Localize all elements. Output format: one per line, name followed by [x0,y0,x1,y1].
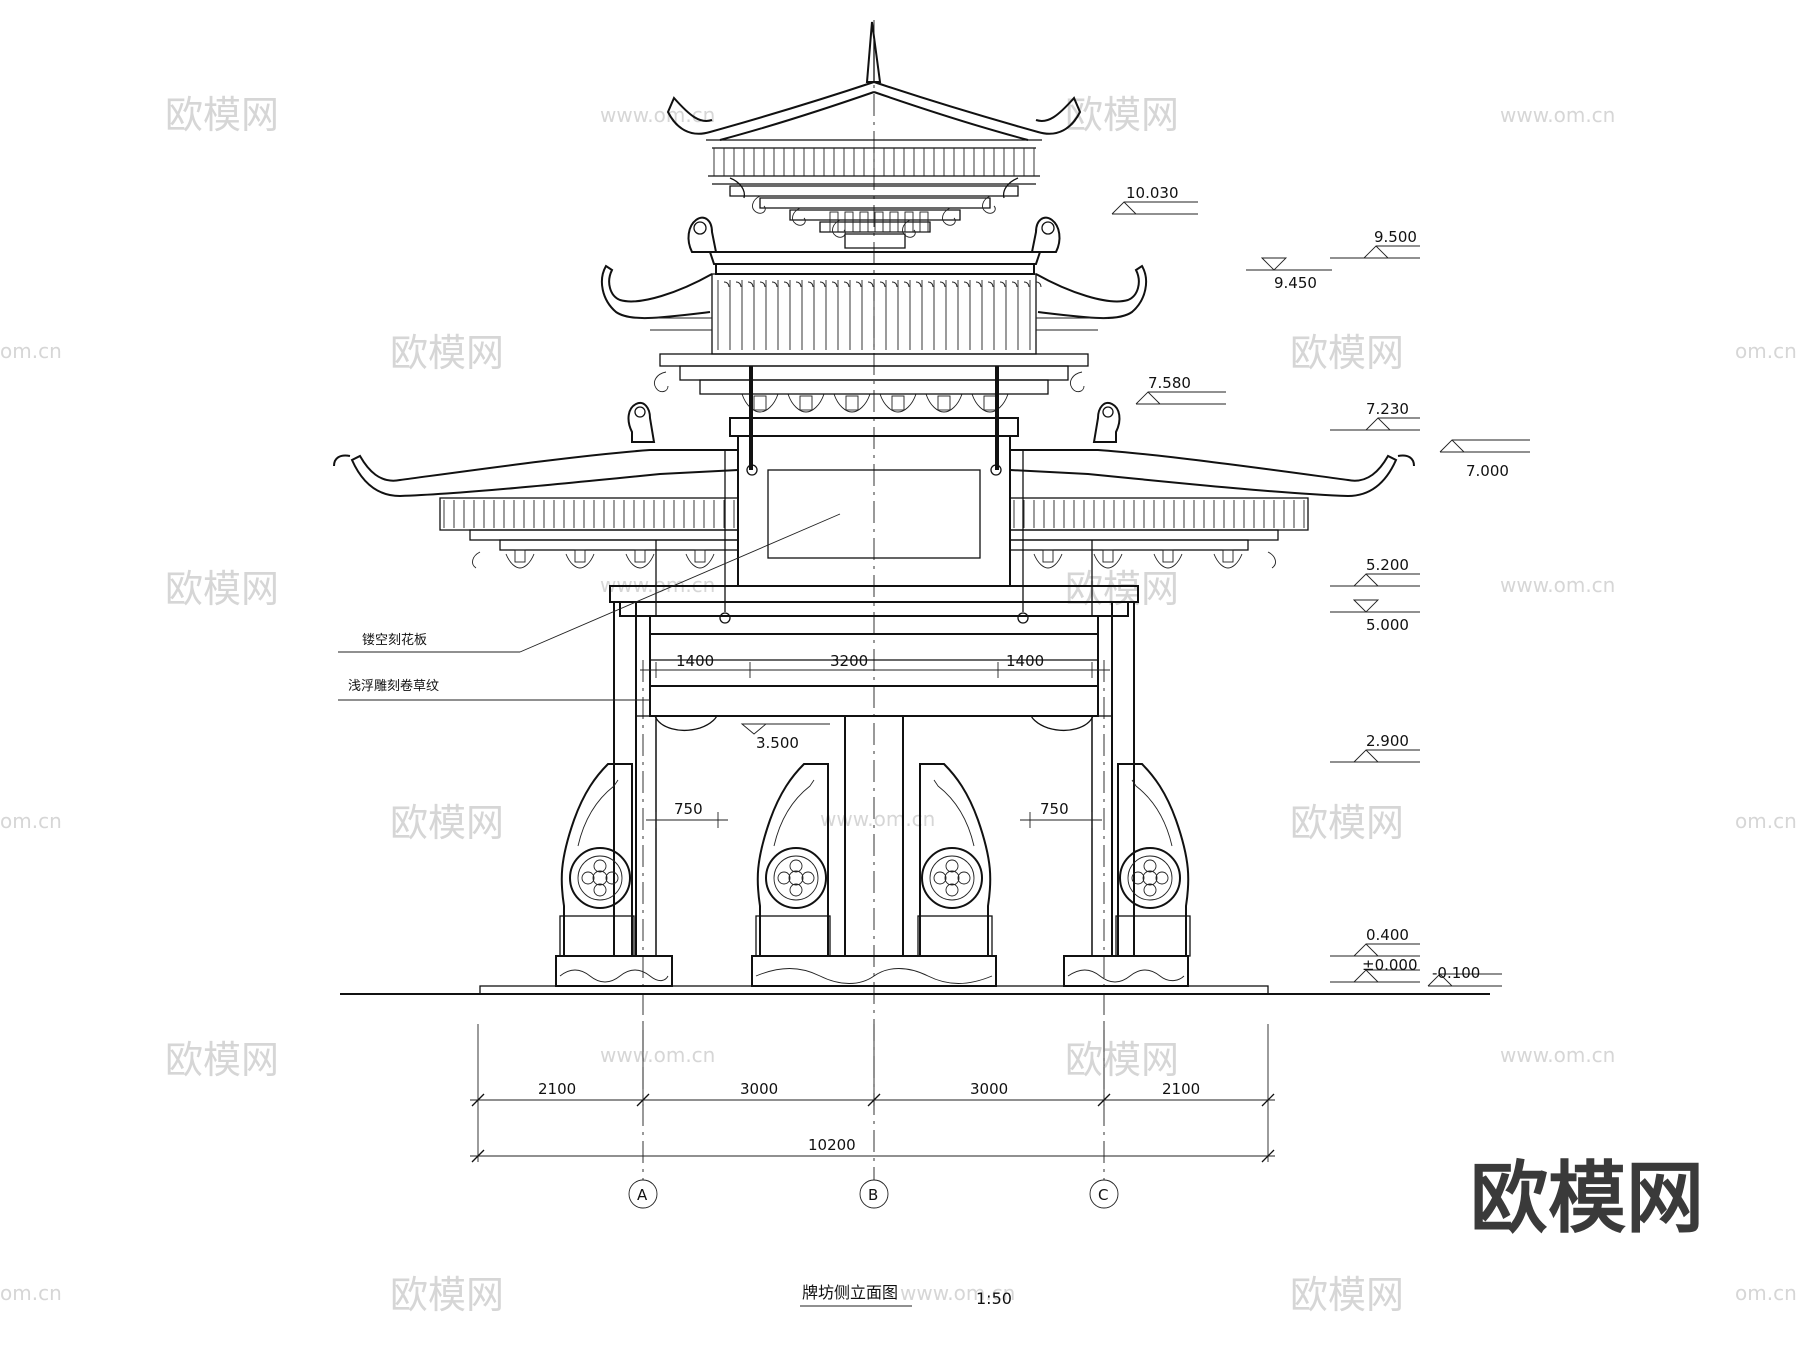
elevation-9450: 9.450 [1274,274,1317,292]
watermark-cn: 欧模网 [1065,93,1179,137]
dim-2100-left: 2100 [538,1080,576,1098]
watermark-brand: 欧模网 [1470,1154,1704,1244]
dim-right-1400: 1400 [1006,652,1044,670]
bottom-dimensions: 2100 3000 3000 2100 10200 [470,1024,1275,1163]
annotation-relief-scroll: 浅浮雕刻卷草纹 [348,678,439,694]
dim-left-1400: 1400 [676,652,714,670]
dim-2100-right: 2100 [1162,1080,1200,1098]
dim-left-750: 750 [674,800,703,818]
annotation-leaders: 镂空刻花板 浅浮雕刻卷草纹 [338,513,841,701]
watermark-edge: om.cn [0,809,62,833]
elevation-5000: 5.000 [1366,616,1409,634]
watermark-url: www.om.cn [1500,573,1615,597]
elevation-7000: 7.000 [1466,462,1509,480]
elevation-7230: 7.230 [1366,400,1409,418]
top-bracket-curls [752,195,996,238]
title-scale: 1:50 [976,1289,1012,1308]
drawing-title: 牌坊侧立面图 1:50 [800,1283,1012,1308]
watermark-cn: 欧模网 [390,801,504,845]
watermark-url: www.om.cn [1500,1043,1615,1067]
elevation-10030: 10.030 [1126,184,1179,202]
right-wing-brackets [1033,549,1276,569]
axis-label-a: A [637,1186,648,1204]
watermark-cn: 欧模网 [390,331,504,375]
elevation-7580: 7.580 [1148,374,1191,392]
watermark-edge: om.cn [1735,1281,1797,1305]
lower-roof-left [333,402,739,569]
dim-center-3200: 3200 [830,652,868,670]
annotation-carved-panel: 镂空刻花板 [362,632,427,648]
watermark-url: www.om.cn [600,1043,715,1067]
watermark-cn: 欧模网 [1290,331,1404,375]
watermark-layer: 欧模网 欧模网 欧模网 欧模网 欧模网 欧模网 欧模网 欧模网 欧模网 欧模网 … [0,93,1797,1317]
watermark-url: www.om.cn [820,807,935,831]
watermark-cn: 欧模网 [1290,1273,1404,1317]
title-text: 牌坊侧立面图 [802,1283,898,1302]
middle-roof-tiles [717,280,1042,350]
dim-3000-right: 3000 [970,1080,1008,1098]
elevation-0000: ±0.000 [1362,956,1418,974]
dim-3000-left: 3000 [740,1080,778,1098]
left-wing-tiles [443,500,735,528]
top-roof-tiles [713,148,1035,176]
watermark-cn: 欧模网 [165,93,279,137]
watermark-edge: om.cn [1735,809,1797,833]
dim-right-750: 750 [1040,800,1069,818]
middle-roof [600,216,1148,470]
axis-bubble-b [859,1179,889,1209]
top-roof [666,21,1082,249]
watermark-cn: 欧模网 [165,1038,279,1082]
watermark-edge: om.cn [0,339,62,363]
watermark-cn: 欧模网 [165,567,279,611]
watermark-url: www.om.cn [1500,103,1615,127]
watermark-cn: 欧模网 [1065,567,1179,611]
lower-roof-right [1009,402,1415,569]
watermark-url: www.om.cn [900,1281,1015,1305]
left-wing-brackets [472,549,715,569]
axis-bubble-c [1089,1179,1119,1209]
elevation-5200: 5.200 [1366,556,1409,574]
elevation-minus-0100: -0.100 [1432,964,1480,982]
axis-bubbles: A B C [628,1179,1119,1209]
dim-10200-total: 10200 [808,1136,856,1154]
middle-bracket-curls [654,371,1085,413]
drum-stones [559,763,1191,957]
right-wing-tiles [1013,500,1305,528]
elevation-0400: 0.400 [1366,926,1409,944]
axis-label-b: B [868,1186,878,1204]
elevation-3500: 3.500 [756,734,799,752]
elevation-marks: 10.030 9.500 9.450 7.580 7.230 7.000 5.2… [740,184,1530,987]
elevation-9500: 9.500 [1374,228,1417,246]
axis-bubble-a [628,1179,658,1209]
elevation-2900: 2.900 [1366,732,1409,750]
axis-label-c: C [1098,1186,1108,1204]
watermark-cn: 欧模网 [390,1273,504,1317]
inner-dimensions: 1400 3200 1400 750 750 [640,652,1110,828]
watermark-cn: 欧模网 [1290,801,1404,845]
dim-ticks [471,1093,1275,1163]
watermark-url: www.om.cn [600,103,715,127]
watermark-cn: 欧模网 [1065,1038,1179,1082]
watermark-edge: om.cn [1735,339,1797,363]
watermark-edge: om.cn [0,1281,62,1305]
axis-lines [642,20,1105,1180]
